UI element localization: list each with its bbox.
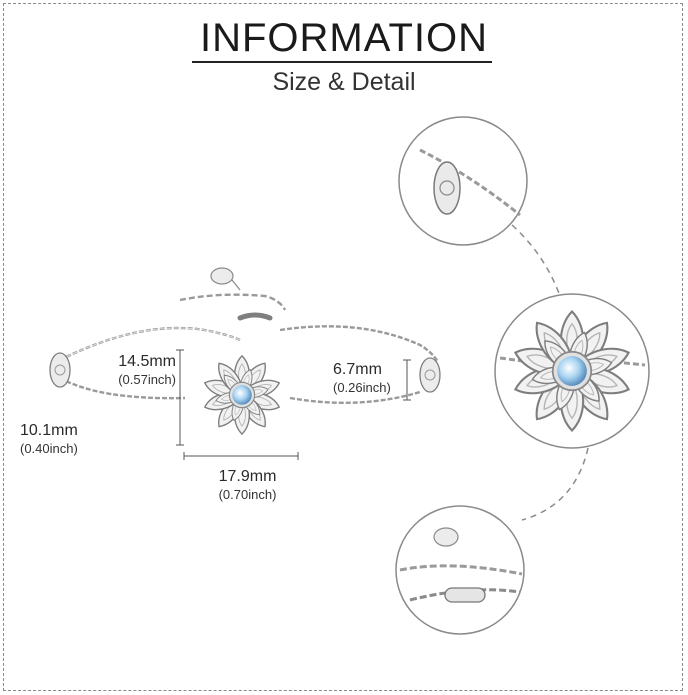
dashed-frame [3, 3, 683, 691]
chain-icon [59, 293, 440, 404]
detail-circle-top [398, 116, 528, 246]
width-dimension: 17.9mm (0.70inch) [218, 468, 277, 502]
page-title: INFORMATION [199, 16, 488, 60]
left-end-charm [49, 352, 71, 388]
connector-lines [511, 224, 589, 521]
page-subtitle: Size & Detail [272, 68, 416, 96]
lotus-pendant-icon [203, 356, 282, 434]
gap-dimension: 6.7mm (0.26inch) [333, 361, 391, 395]
clasp-icon [444, 587, 486, 603]
detail-circle-bottom [395, 505, 525, 635]
charm-dimension: 10.1mm (0.40inch) [20, 422, 78, 456]
title-underline [192, 61, 492, 63]
dimension-lines [176, 349, 411, 460]
tag-charm-icon [210, 267, 241, 291]
height-dimension: 14.5mm (0.57inch) [118, 353, 176, 387]
detail-circle-middle [494, 293, 650, 449]
right-end-charm [419, 357, 441, 393]
